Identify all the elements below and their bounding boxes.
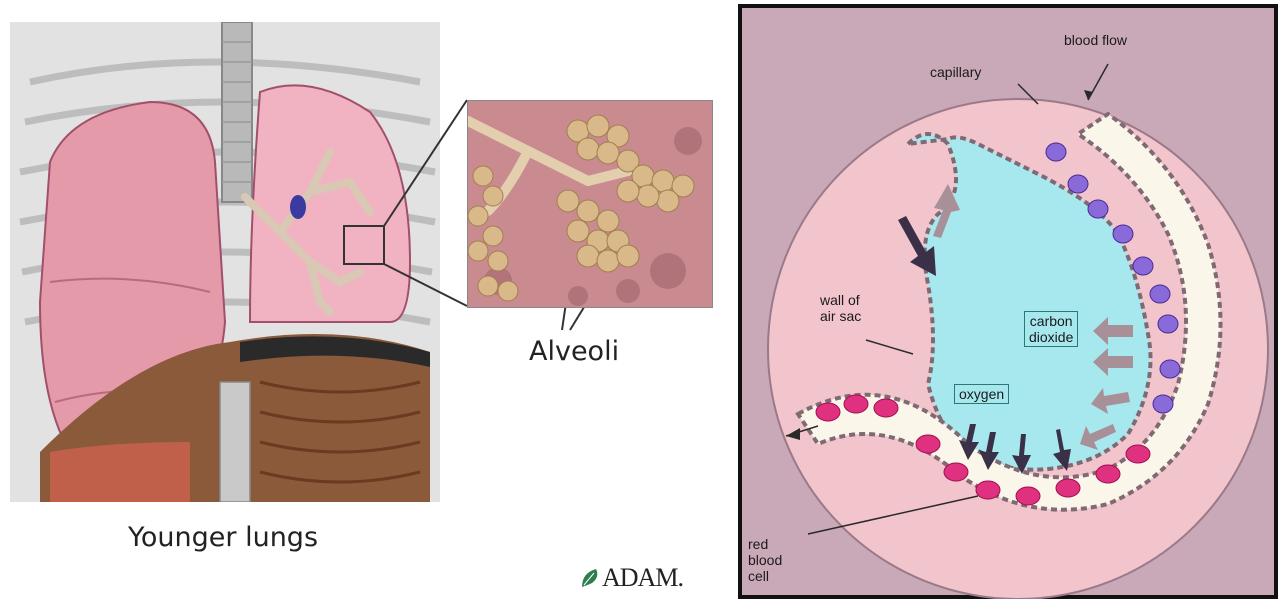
wall-of-air-sac-label: wall of air sac: [820, 292, 861, 324]
lungs-illustration: [10, 22, 440, 502]
carbon-dioxide-label: carbon dioxide: [1024, 311, 1078, 347]
younger-lungs-caption: Younger lungs: [128, 522, 318, 553]
adam-logo-text: ADAM.: [602, 563, 683, 593]
gas-exchange-diagram: [738, 4, 1278, 599]
alveoli-closeup: [467, 100, 713, 308]
trachea: [222, 22, 252, 202]
blood-flow-label: blood flow: [1064, 32, 1127, 48]
alveoli-caption: Alveoli: [529, 336, 619, 367]
capillary-label: capillary: [930, 64, 981, 80]
leaf-icon: [580, 567, 602, 589]
red-blood-cell-label: red blood cell: [748, 536, 782, 584]
adam-logo: ADAM.: [580, 562, 683, 594]
oxygen-label: oxygen: [954, 384, 1009, 404]
